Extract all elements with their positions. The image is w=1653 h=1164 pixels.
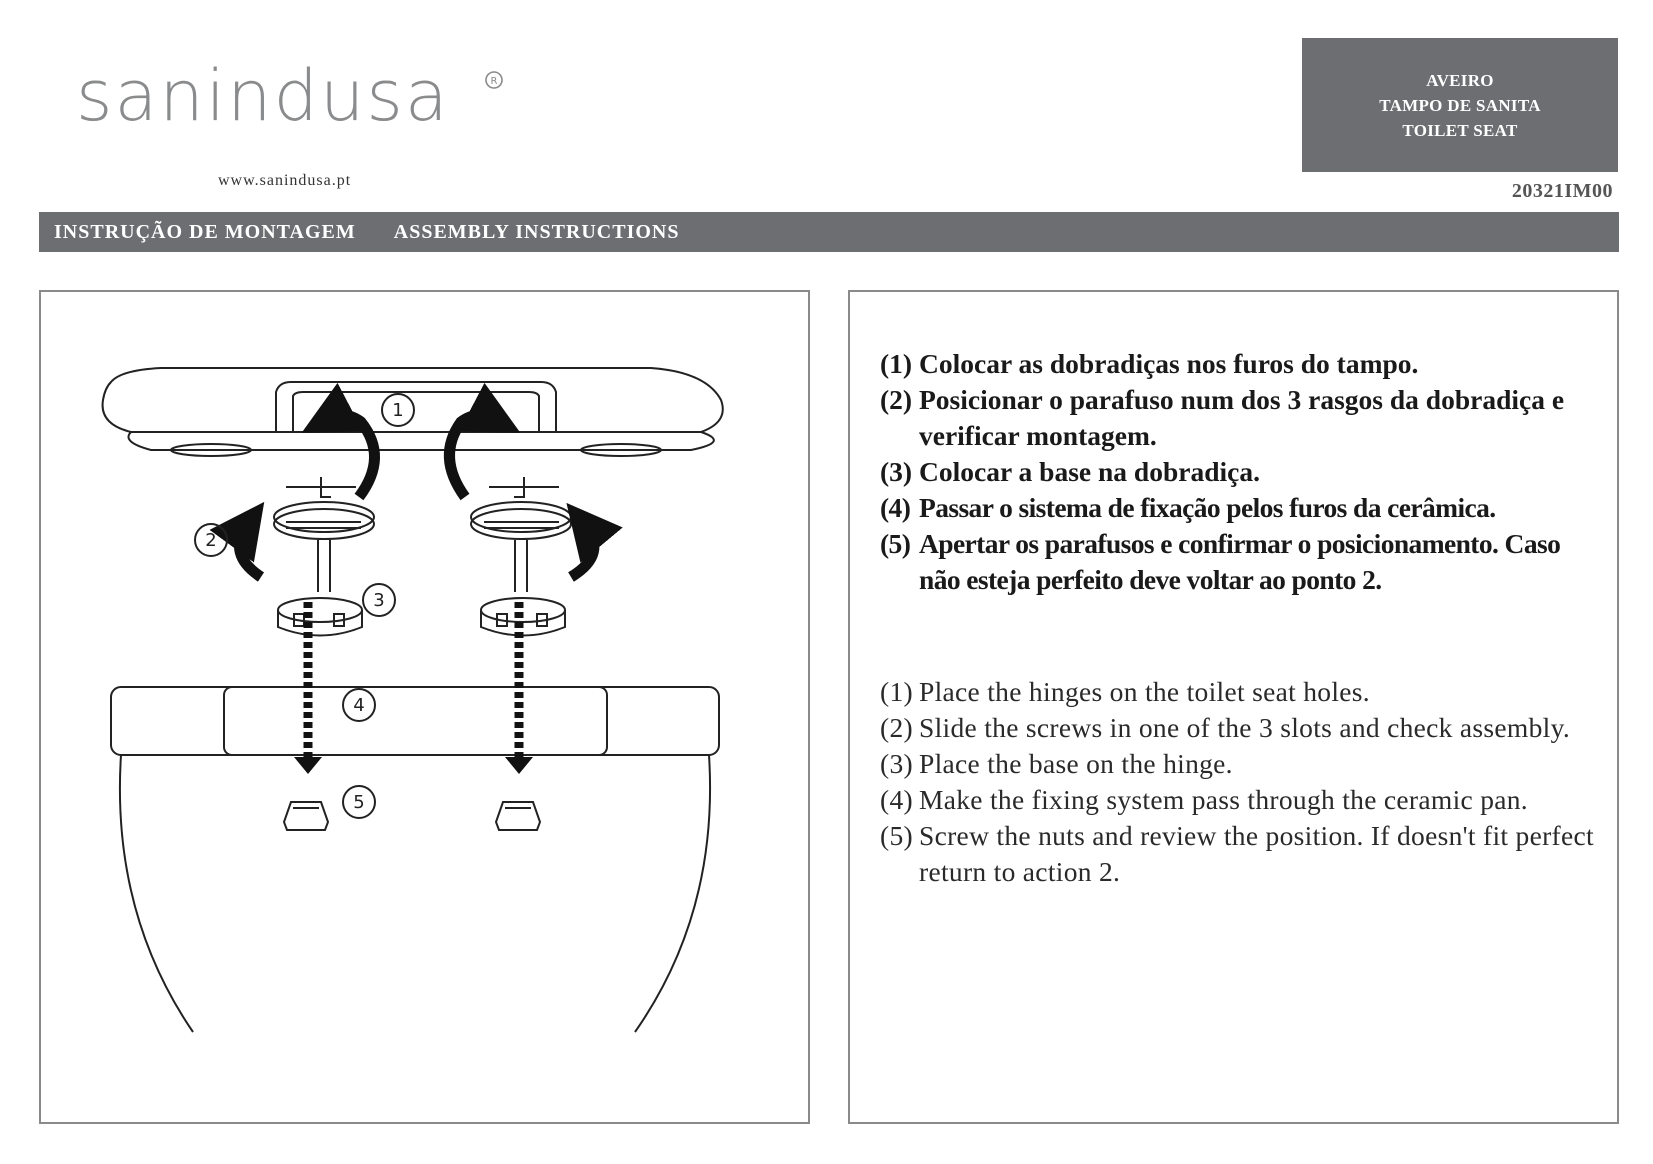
diagram-panel: 1 2 3 4 5 — [39, 290, 810, 1124]
website-url: www.sanindusa.pt — [218, 172, 352, 189]
ceramic-bowl — [118, 754, 194, 1033]
instruction-pt-5: (5)Apertar os parafusos e confirmar o po… — [880, 528, 1561, 595]
instructions-en: (1)Place the hinges on the toilet seat h… — [880, 674, 1600, 890]
instruction-pt-2: (2)Posicionar o parafuso num dos 3 rasgo… — [880, 384, 1565, 451]
title-bar: INSTRUÇÃO DE MONTAGEM ASSEMBLY INSTRUCTI… — [39, 212, 1619, 252]
instructions-panel: (1)Colocar as dobradiças nos furos do ta… — [848, 290, 1619, 1124]
rotate-arrow-2-right — [566, 502, 623, 582]
left-nut — [282, 801, 330, 831]
callout-1-label: 1 — [392, 400, 403, 421]
callout-4-label: 4 — [353, 695, 364, 716]
title-en: ASSEMBLY INSTRUCTIONS — [393, 220, 680, 243]
rotate-arrow-1-left — [301, 382, 380, 501]
seat-lid — [101, 367, 724, 433]
callout-3-label: 3 — [373, 590, 384, 611]
document-code: 20321IM00 — [1511, 180, 1613, 202]
title-pt: INSTRUÇÃO DE MONTAGEM — [54, 220, 356, 243]
product-name-pt: TAMPO DE SANITA — [1379, 95, 1541, 115]
right-hinge — [470, 477, 572, 637]
assembly-diagram: 1 2 3 4 5 — [101, 367, 724, 1033]
callout-2 — [194, 523, 228, 557]
product-name-en: TOILET SEAT — [1402, 120, 1518, 140]
callout-4 — [342, 688, 376, 722]
instruction-en-4: (4)Make the fixing system pass through t… — [880, 784, 1528, 815]
logo-graphic: sanindusa R — [76, 58, 503, 137]
instruction-en-2: (2)Slide the screws in one of the 3 slot… — [880, 712, 1571, 743]
callout-3 — [362, 583, 396, 617]
registered-mark-icon — [485, 71, 503, 89]
rotate-arrow-2-left — [209, 501, 265, 582]
instruction-en-3: (3)Place the base on the hinge. — [880, 748, 1233, 779]
right-nut — [494, 801, 542, 831]
callout-2-label: 2 — [205, 530, 216, 551]
instruction-en-1: (1)Place the hinges on the toilet seat h… — [880, 676, 1370, 707]
left-hinge — [273, 477, 375, 637]
logo-wordmark: sanindusa — [76, 58, 450, 137]
instruction-en-5: (5)Screw the nuts and review the positio… — [880, 820, 1594, 887]
rotate-arrow-1-right — [444, 382, 521, 501]
ceramic-rim — [110, 686, 720, 756]
instructions-pt: (1)Colocar as dobradiças nos furos do ta… — [880, 346, 1600, 598]
sanindusa-logo: sanindusa R — [76, 58, 516, 138]
product-label-box: AVEIRO TAMPO DE SANITA TOILET SEAT — [1302, 38, 1618, 172]
instruction-pt-4: (4)Passar o sistema de fixação pelos fur… — [880, 492, 1496, 523]
svg-text:R: R — [491, 76, 498, 87]
instruction-pt-3: (3)Colocar a base na dobradiça. — [880, 456, 1260, 487]
callout-5-label: 5 — [353, 792, 364, 813]
callout-1 — [381, 393, 415, 427]
instruction-pt-1: (1)Colocar as dobradiças nos furos do ta… — [880, 348, 1419, 379]
callout-5 — [342, 785, 376, 819]
product-model: AVEIRO — [1426, 70, 1494, 90]
